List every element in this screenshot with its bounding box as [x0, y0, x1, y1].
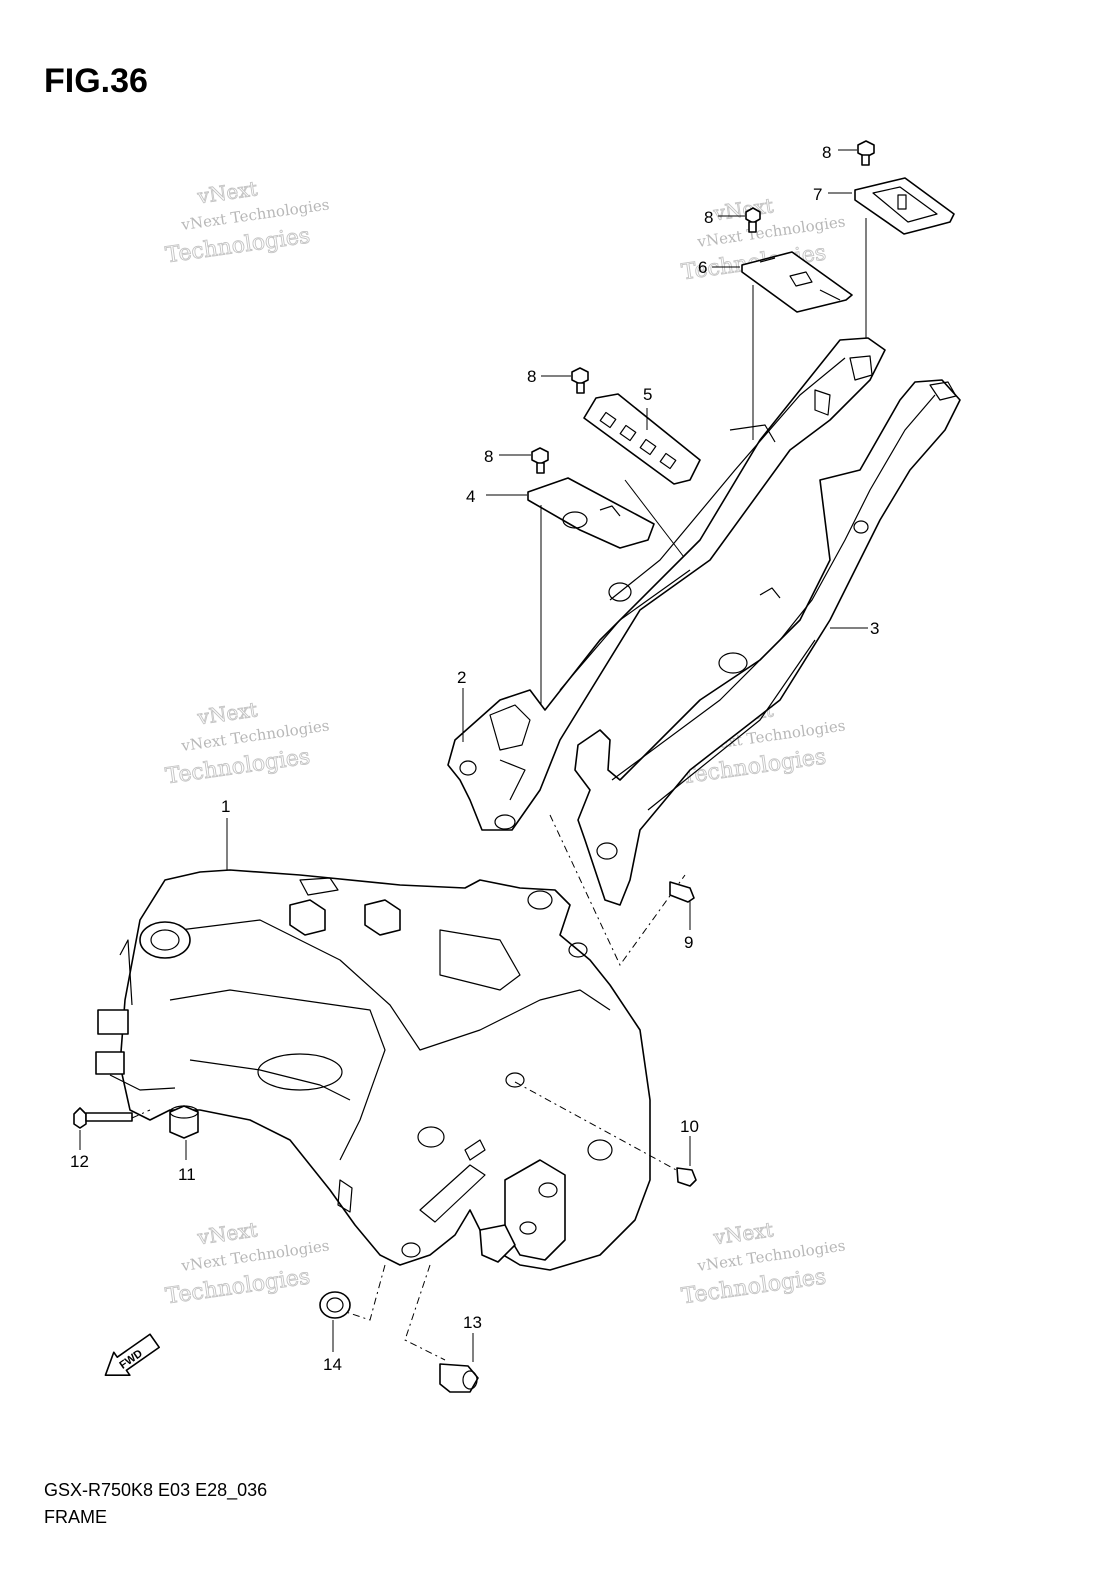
bolt-8-upper [718, 207, 761, 233]
bolt-8-mid [541, 367, 589, 394]
figure-title: FIG.36 [44, 62, 148, 100]
svg-text:vNext: vNext [711, 1217, 775, 1249]
bolt-10 [676, 1136, 697, 1187]
guide-line-14 [339, 1264, 386, 1321]
callout-8-upper: 8 [704, 208, 713, 227]
leader-5 [624, 479, 691, 566]
diagram-code: GSX-R750K8 E03 E28_036 [44, 1480, 268, 1500]
guide-line-13 [404, 1264, 446, 1361]
callout-1: 1 [221, 797, 230, 816]
watermark-top-left: vNext vNext Technologies Technologies [164, 176, 331, 269]
callout-3: 3 [870, 619, 879, 638]
guide-line-10 [514, 1081, 681, 1173]
callout-4: 4 [466, 487, 475, 506]
svg-text:vNext: vNext [711, 193, 775, 225]
callout-8-lower: 8 [484, 447, 493, 466]
watermark-bottom-left: vNext vNext Technologies Technologies [164, 1217, 331, 1310]
bolt-9 [669, 881, 695, 930]
diagram-name: FRAME [44, 1507, 107, 1527]
callout-5: 5 [643, 385, 652, 404]
callout-10: 10 [680, 1117, 699, 1136]
callout-12: 12 [70, 1152, 89, 1171]
callout-11: 11 [178, 1165, 196, 1184]
svg-text:vNext: vNext [195, 176, 259, 208]
part-13-flange-bolt [439, 1333, 479, 1393]
part-5-plate [583, 393, 701, 485]
svg-text:vNext: vNext [195, 697, 259, 729]
callout-9: 9 [684, 933, 693, 952]
fwd-arrow-icon: FWD [104, 1333, 160, 1377]
guide-line-12 [131, 1109, 151, 1119]
watermark-bottom-right: vNext vNext Technologies Technologies [680, 1217, 847, 1310]
part-1-main-frame [95, 818, 651, 1271]
callout-8-top: 8 [822, 143, 831, 162]
part-11-collar [169, 1105, 199, 1160]
part-4-plate [486, 477, 655, 549]
callout-8-mid: 8 [527, 367, 536, 386]
callout-13: 13 [463, 1313, 482, 1332]
part-12-bolt [73, 1107, 133, 1150]
part-7-plate [828, 177, 955, 235]
part-2-seat-rail-left [447, 337, 886, 831]
part-3-seat-rail-right [574, 379, 961, 906]
callout-2: 2 [457, 668, 466, 687]
svg-text:vNext: vNext [195, 1217, 259, 1249]
bolt-8-lower [499, 447, 549, 474]
guide-line-rail [549, 814, 686, 966]
part-6-plate [712, 251, 853, 313]
callout-14: 14 [323, 1355, 342, 1374]
watermark-mid-left: vNext vNext Technologies Technologies [164, 697, 331, 790]
callout-6: 6 [698, 258, 707, 277]
bolt-8-top [838, 140, 875, 166]
callout-7: 7 [813, 185, 822, 204]
part-14-grommet [319, 1291, 351, 1352]
